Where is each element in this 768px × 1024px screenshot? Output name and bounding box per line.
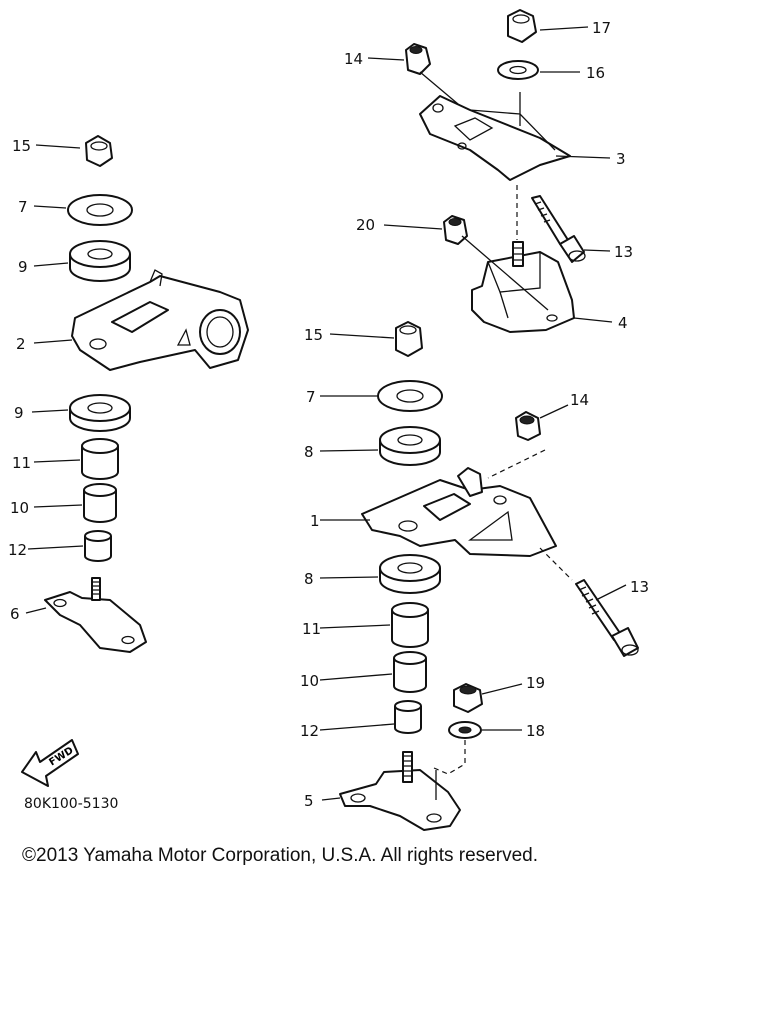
- part-collar-11-left: [81, 438, 119, 480]
- part-bracket-1: [361, 467, 557, 557]
- callout-11-right: 11: [302, 620, 321, 638]
- part-washer-16: [497, 60, 539, 80]
- callout-11-left: 11: [12, 454, 31, 472]
- fwd-direction-arrow-icon: FWD: [21, 739, 79, 787]
- part-washer-18: [448, 721, 482, 739]
- callout-5: 5: [304, 792, 314, 810]
- callout-4: 4: [618, 314, 628, 332]
- part-collar-10-left: [83, 483, 117, 523]
- part-nut-14-upper: [405, 43, 431, 75]
- callout-9-lower-left: 9: [14, 404, 24, 422]
- part-collar-10-right: [393, 651, 427, 693]
- part-base-plate-5: [339, 751, 461, 831]
- part-nut-19: [453, 683, 483, 713]
- part-damper-8-lower: [379, 554, 441, 594]
- part-bracket-2: [71, 269, 249, 371]
- callout-6: 6: [10, 605, 20, 623]
- callout-13-upper: 13: [614, 243, 633, 261]
- part-washer-7-left: [67, 194, 133, 226]
- diagram-code: 80K100-5130: [24, 796, 119, 812]
- part-damper-8-upper: [379, 426, 441, 466]
- callout-12-right: 12: [300, 722, 319, 740]
- callout-7-right: 7: [306, 388, 316, 406]
- callout-15-right: 15: [304, 326, 323, 344]
- callout-10-left: 10: [10, 499, 29, 517]
- part-nut-17: [507, 9, 537, 43]
- copyright-notice: ©2013 Yamaha Motor Corporation, U.S.A. A…: [22, 845, 538, 866]
- callout-3: 3: [616, 150, 626, 168]
- part-nut-20: [443, 215, 468, 245]
- part-base-plate-6: [44, 577, 147, 653]
- part-bolt-13-lower: [575, 579, 639, 657]
- callout-14-upper: 14: [344, 50, 363, 68]
- part-washer-7-right: [377, 380, 443, 412]
- callout-14-lower: 14: [570, 391, 589, 409]
- part-nut-15-left: [85, 135, 113, 167]
- part-collar-12-left: [84, 530, 112, 562]
- callout-18: 18: [526, 722, 545, 740]
- callout-16: 16: [586, 64, 605, 82]
- callout-17: 17: [592, 19, 611, 37]
- part-damper-9-upper-left: [69, 240, 131, 282]
- callout-10-right: 10: [300, 672, 319, 690]
- part-nut-14-lower: [515, 411, 541, 441]
- callout-1: 1: [310, 512, 320, 530]
- part-nut-15-right: [395, 321, 423, 357]
- part-collar-11-right: [391, 602, 429, 648]
- callout-20: 20: [356, 216, 375, 234]
- callout-2: 2: [16, 335, 26, 353]
- callout-13-lower: 13: [630, 578, 649, 596]
- part-bolt-13-upper: [531, 195, 586, 263]
- callout-19: 19: [526, 674, 545, 692]
- callout-7-left: 7: [18, 198, 28, 216]
- part-collar-12-right: [394, 700, 422, 734]
- callout-12-left: 12: [8, 541, 27, 559]
- callout-9-upper-left: 9: [18, 258, 28, 276]
- callout-15-left: 15: [12, 137, 31, 155]
- callout-8-lower: 8: [304, 570, 314, 588]
- part-damper-9-lower-left: [69, 394, 131, 432]
- callout-8-upper: 8: [304, 443, 314, 461]
- part-bracket-3: [419, 95, 571, 181]
- part-engine-mount-4: [471, 241, 575, 333]
